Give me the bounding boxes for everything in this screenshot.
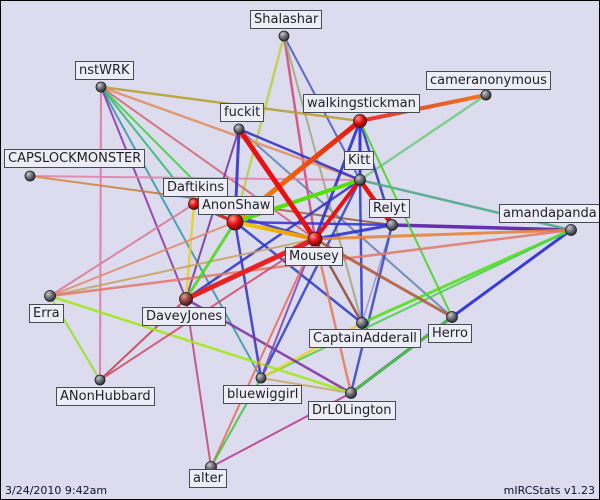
edge-Kitt-DaveyJones bbox=[185, 178, 361, 301]
edge-nstWRK-Mousey bbox=[100, 86, 316, 240]
edge-Shalashar-Mousey bbox=[282, 35, 317, 240]
edge-Herro-walkingstickman bbox=[359, 120, 453, 318]
edge-AnonShaw-CaptainAdderall bbox=[234, 221, 363, 324]
edge-nstWRK-DaveyJones bbox=[100, 86, 187, 300]
edge-amandapanda-CaptainAdderall bbox=[361, 228, 572, 325]
node-label-shalashar: Shalashar bbox=[250, 10, 323, 29]
node-cameranonymous bbox=[480, 89, 492, 101]
edge-AnonShaw-Kitt bbox=[234, 178, 361, 224]
node-walkingstickman bbox=[353, 114, 367, 128]
node-label-drl0lington: DrL0Lington bbox=[308, 401, 396, 420]
edge-Erra-AnonShaw bbox=[49, 221, 236, 297]
node-anonhubbard bbox=[94, 374, 106, 386]
version-stamp: mIRCStats v1.23 bbox=[503, 484, 595, 497]
node-label-daveyjones: DaveyJones bbox=[142, 307, 227, 326]
edge-nstWRK-ANonHubbard bbox=[99, 86, 102, 381]
edge-Erra-DrL0Lington bbox=[49, 294, 352, 395]
node-label-capslockmonster: CAPSLOCKMONSTER bbox=[4, 149, 146, 168]
node-daveyjones bbox=[179, 292, 193, 306]
edge-bluewiggirl-DrL0Lington bbox=[260, 377, 352, 394]
node-label-captainadderall: CaptainAdderall bbox=[309, 329, 421, 348]
node-shalashar bbox=[278, 30, 290, 42]
edge-AnonShaw-Mousey bbox=[234, 220, 316, 241]
edge-Kitt-bluewiggirl bbox=[259, 179, 362, 379]
edge-Kitt-CaptainAdderall bbox=[358, 179, 364, 324]
node-label-erra: Erra bbox=[29, 304, 64, 323]
node-relyt bbox=[386, 219, 398, 231]
edge-Erra-Daftikins bbox=[49, 203, 195, 297]
node-label-amandapanda: amandapanda bbox=[499, 204, 599, 223]
node-herro bbox=[446, 311, 458, 323]
node-erra bbox=[44, 290, 56, 302]
edge-Erra-Mousey bbox=[49, 238, 316, 297]
date-stamp: 3/24/2010 9:42am bbox=[5, 484, 108, 497]
edge-cameranonymous-walkingstickman bbox=[359, 93, 487, 123]
node-label-cameranonymous: cameranonymous bbox=[426, 71, 551, 90]
node-label-kitt: Kitt bbox=[344, 151, 375, 170]
edge-amandapanda-Herro bbox=[451, 228, 572, 319]
node-label-walkingstickman: walkingstickman bbox=[303, 94, 420, 113]
edge-Mousey-alter bbox=[210, 238, 316, 468]
edge-nstWRK-bluewiggirl bbox=[100, 86, 262, 379]
node-amandapanda bbox=[565, 224, 577, 236]
node-label-bluewiggirl: bluewiggirl bbox=[223, 385, 303, 404]
node-label-anonshaw: AnonShaw bbox=[198, 196, 275, 215]
edge-Shalashar-AnonShaw bbox=[233, 35, 286, 223]
node-bluewiggirl bbox=[255, 372, 267, 384]
node-label-daftikins: Daftikins bbox=[163, 178, 229, 197]
node-label-herro: Herro bbox=[428, 324, 472, 343]
edge-nstWRK-Kitt bbox=[100, 85, 361, 182]
edge-Relyt-Mousey bbox=[314, 223, 393, 241]
edge-DaveyJones-Daftikins bbox=[184, 203, 196, 300]
node-label-mousey: Mousey bbox=[285, 247, 343, 266]
edge-Kitt-Mousey bbox=[313, 178, 362, 241]
edge-AnonShaw-DaveyJones bbox=[184, 221, 237, 300]
edge-AnonShaw-bluewiggirl bbox=[233, 221, 263, 379]
edge-fuckit-Mousey bbox=[236, 127, 318, 241]
node-label-nstwrk: nstWRK bbox=[75, 61, 134, 80]
node-drl0lington bbox=[345, 387, 357, 399]
node-fuckit bbox=[233, 123, 245, 135]
node-captainadderall bbox=[356, 317, 368, 329]
node-layer bbox=[24, 30, 577, 473]
node-mousey bbox=[307, 231, 323, 247]
edge-bluewiggirl-amandapanda bbox=[260, 229, 572, 379]
node-nstwrk bbox=[95, 81, 107, 93]
edge-walkingstickman-Mousey bbox=[313, 120, 362, 240]
node-label-relyt: Relyt bbox=[369, 199, 410, 218]
node-kitt bbox=[354, 174, 366, 186]
edge-amandapanda-Mousey bbox=[314, 228, 572, 241]
node-label-fuckit: fuckit bbox=[220, 103, 265, 122]
edge-DaveyJones-alter bbox=[185, 298, 212, 468]
node-label-alter: alter bbox=[189, 469, 228, 488]
edge-Relyt-amandapanda bbox=[391, 223, 572, 232]
node-label-anonhubbard: ANonHubbard bbox=[56, 387, 155, 406]
node-anonshaw bbox=[226, 213, 244, 231]
node-capslockmonster bbox=[24, 170, 36, 182]
